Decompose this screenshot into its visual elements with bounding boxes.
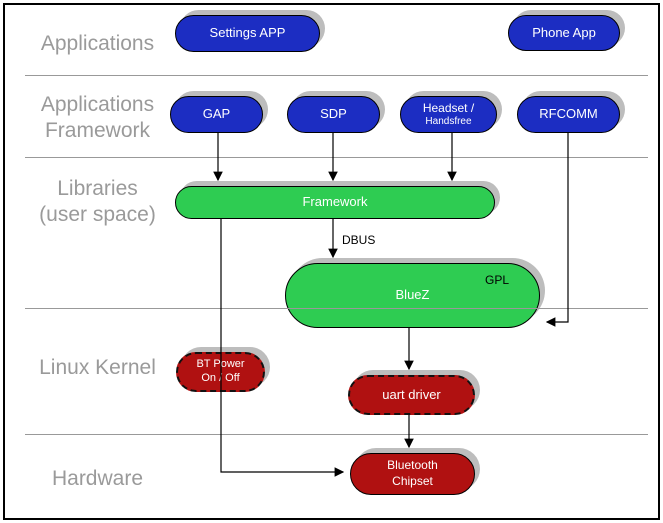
node-uart-driver: uart driver [348, 375, 475, 415]
node-framework: Framework [175, 186, 495, 219]
node-rfcomm: RFCOMM [517, 96, 620, 133]
layer-label-applications: Applications [15, 31, 180, 57]
node-label: Bluetooth [387, 458, 438, 473]
node-label: uart driver [382, 386, 441, 402]
node-settings-app: Settings APP [175, 15, 320, 52]
layer-label-line: (user space) [39, 203, 156, 226]
node-bt-power-on-off: BT Power On / Off [176, 352, 265, 392]
node-gap: GAP [170, 96, 263, 133]
node-bluez: BlueZ GPL [285, 263, 540, 328]
gpl-license-badge: GPL [484, 273, 509, 287]
node-label: Headset / [422, 100, 475, 115]
layer-label-line: Linux Kernel [39, 356, 156, 379]
layer-label-linux-kernel: Linux Kernel [15, 355, 180, 381]
layer-label-line: Applications [40, 93, 155, 116]
outer-border [3, 3, 660, 520]
node-label: Framework [302, 194, 368, 210]
divider-libraries-kernel [25, 308, 648, 309]
node-bluetooth-chipset: Bluetooth Chipset [350, 453, 475, 495]
layer-label-line: Applications [40, 32, 155, 55]
node-label: Chipset [392, 474, 433, 488]
node-label: On / Off [201, 372, 240, 384]
node-label: BlueZ [395, 287, 430, 303]
layer-label-applications-framework: Applications Framework [15, 92, 180, 144]
divider-framework-libraries [25, 157, 648, 158]
node-label: Phone App [532, 24, 596, 40]
node-label: SDP [320, 106, 347, 122]
node-headset-handsfree: Headset / Handsfree [400, 96, 497, 133]
node-label: BT Power [196, 358, 245, 371]
node-label: Handsfree [425, 116, 472, 128]
divider-applications-framework [25, 75, 648, 76]
divider-kernel-hardware [25, 434, 648, 435]
node-label: Settings APP [209, 25, 286, 41]
node-phone-app: Phone App [508, 15, 620, 51]
node-sdp: SDP [287, 96, 380, 133]
node-label: RFCOMM [539, 106, 598, 122]
layer-label-line: Libraries [57, 177, 138, 200]
layer-label-libraries: Libraries (user space) [15, 176, 180, 228]
layer-label-line: Framework [44, 119, 150, 142]
node-label: GAP [202, 106, 231, 122]
dbus-edge-label: DBUS [342, 233, 376, 247]
layer-label-line: Hardware [51, 467, 144, 490]
layer-label-hardware: Hardware [15, 466, 180, 492]
